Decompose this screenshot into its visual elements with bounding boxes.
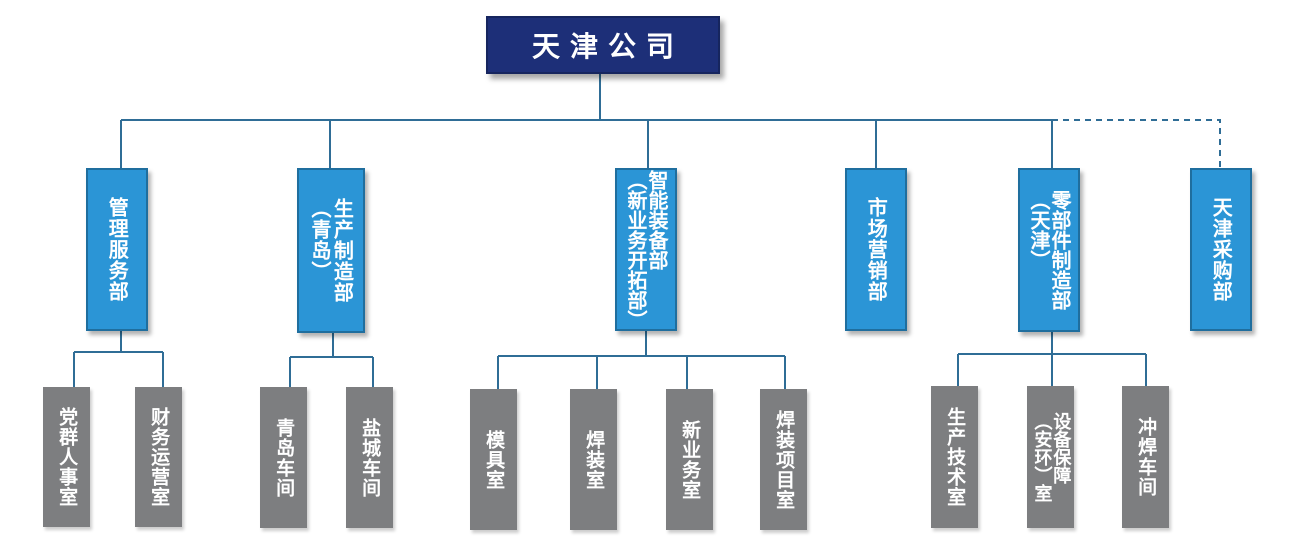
sub-yancheng-workshop: 盐城车间: [346, 387, 393, 528]
dept-admin-label: 管理服务部: [105, 197, 130, 302]
dept-production-qingdao-label: 生产制造部 （青岛）: [308, 198, 355, 303]
sub-yancheng-workshop-label: 盐城车间: [359, 417, 382, 498]
sub-welding-room-label: 焊装室: [583, 429, 606, 490]
dept-parts-tianjin-label: 零部件制造部 （天津）: [1027, 190, 1072, 310]
sub-mold-room-label: 模具室: [483, 429, 506, 490]
dept-marketing-label: 市场营销部: [864, 197, 889, 302]
sub-new-business-room: 新业务室: [666, 389, 713, 530]
dept-procurement: 天津采购部: [1190, 168, 1252, 331]
root-label: 天津公司: [531, 30, 684, 63]
sub-stamping-workshop-label: 冲焊车间: [1135, 417, 1158, 497]
sub-qingdao-workshop: 青岛车间: [260, 387, 307, 528]
dept-parts-tianjin: 零部件制造部 （天津）: [1018, 168, 1080, 332]
sub-party-hr-label: 党群人事室: [56, 407, 79, 507]
sub-equipment-room-label: 设备保障 （安环）室: [1031, 412, 1072, 502]
dept-production-qingdao: 生产制造部 （青岛）: [297, 168, 365, 333]
sub-mold-room: 模具室: [470, 389, 517, 530]
sub-qingdao-workshop-label: 青岛车间: [273, 417, 296, 498]
root-node: 天津公司: [486, 16, 720, 74]
sub-prod-tech-room-label: 生产技术室: [944, 407, 967, 507]
dept-marketing: 市场营销部: [845, 168, 907, 331]
dept-admin: 管理服务部: [86, 168, 148, 331]
sub-welding-project-room-label: 焊装项目室: [773, 409, 796, 510]
sub-welding-room: 焊装室: [570, 389, 617, 530]
sub-finance-ops: 财务运营室: [135, 387, 182, 527]
dept-smart-equipment: 智能装备部 （新业务开拓部）: [615, 168, 677, 331]
sub-new-business-room-label: 新业务室: [679, 419, 702, 500]
dept-procurement-label: 天津采购部: [1209, 197, 1234, 302]
procurement-dashed-connector: [1052, 119, 1221, 168]
dept-smart-equipment-label: 智能装备部 （新业务开拓部）: [624, 169, 669, 330]
sub-equipment-room: 设备保障 （安环）室: [1027, 386, 1074, 528]
sub-finance-ops-label: 财务运营室: [148, 407, 171, 507]
sub-welding-project-room: 焊装项目室: [760, 389, 807, 530]
sub-prod-tech-room: 生产技术室: [931, 386, 978, 528]
sub-stamping-workshop: 冲焊车间: [1122, 386, 1169, 528]
sub-party-hr: 党群人事室: [43, 387, 90, 527]
